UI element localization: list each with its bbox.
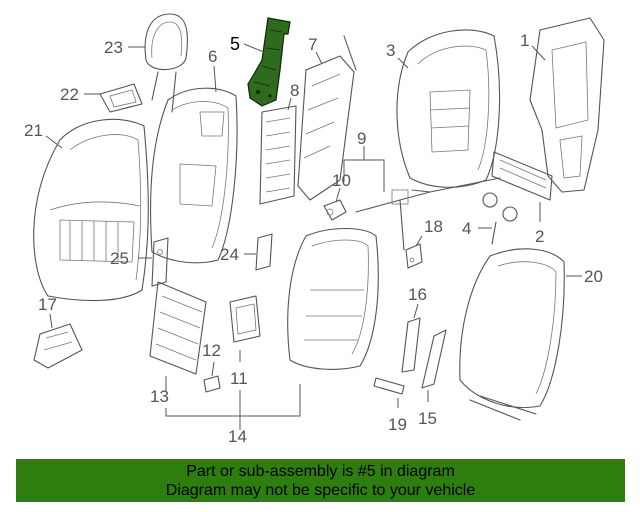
callout-13: 13 xyxy=(150,387,169,406)
callout-12: 12 xyxy=(202,341,221,360)
callout-15: 15 xyxy=(418,409,437,428)
callout-6: 6 xyxy=(208,47,217,66)
callout-2: 2 xyxy=(535,227,544,246)
callout-25: 25 xyxy=(110,249,129,268)
part-15-trim-strip xyxy=(421,329,447,389)
part-24-fitting xyxy=(255,233,273,271)
part-13-spring-mat xyxy=(149,281,207,375)
part-17-side-cover xyxy=(33,323,83,369)
callout-5: 5 xyxy=(230,34,240,54)
callout-7: 7 xyxy=(308,35,317,54)
part-22-cap xyxy=(99,83,143,113)
part-9-wire-harness xyxy=(355,177,501,251)
callout-17: 17 xyxy=(38,295,57,314)
footer-line-1: Part or sub-assembly is #5 in diagram xyxy=(186,463,455,480)
callout-4: 4 xyxy=(462,219,471,238)
footer-banner: Part or sub-assembly is #5 in diagram Di… xyxy=(16,459,625,502)
callout-8: 8 xyxy=(290,81,299,100)
callout-22: 22 xyxy=(60,85,79,104)
callout-20: 20 xyxy=(584,267,603,286)
part-5-highlighted[interactable] xyxy=(247,17,291,107)
part-20-seat-back-cover xyxy=(459,248,565,421)
callout-14: 14 xyxy=(228,427,247,446)
part-4-knob xyxy=(482,192,518,245)
callout-9: 9 xyxy=(357,129,366,148)
part-18-bracket xyxy=(405,243,423,269)
part-8-lumbar-panel xyxy=(259,105,297,205)
callout-3: 3 xyxy=(386,41,395,60)
callout-23: 23 xyxy=(104,38,123,57)
footer-line-2: Diagram may not be specific to your vehi… xyxy=(165,482,476,499)
part-25-fitting xyxy=(151,237,169,287)
callout-1: 1 xyxy=(520,31,529,50)
part-seat-frame xyxy=(287,228,379,370)
part-2-rail xyxy=(491,151,553,201)
callout-18: 18 xyxy=(424,217,443,236)
part-23-headrest xyxy=(144,13,188,113)
part-7-side-panel xyxy=(297,35,357,201)
part-12-small-part xyxy=(203,375,221,393)
part-10-switch xyxy=(323,199,347,221)
part-19-clip xyxy=(373,377,405,395)
part-11-module xyxy=(229,295,261,343)
callout-16: 16 xyxy=(408,285,427,304)
callout-21: 21 xyxy=(24,121,43,140)
part-6-backrest-pad xyxy=(150,87,238,264)
part-1-backrest-frame xyxy=(529,17,605,193)
part-21-backrest-cover xyxy=(33,118,149,302)
seat-parts-diagram: 23 22 21 6 5 8 xyxy=(24,13,605,446)
part-16-trim xyxy=(401,317,421,373)
part-3-backrest-shell xyxy=(396,29,501,188)
callout-24: 24 xyxy=(220,245,239,264)
callout-11: 11 xyxy=(230,369,248,388)
callout-10: 10 xyxy=(332,171,351,190)
callout-19: 19 xyxy=(388,415,407,434)
